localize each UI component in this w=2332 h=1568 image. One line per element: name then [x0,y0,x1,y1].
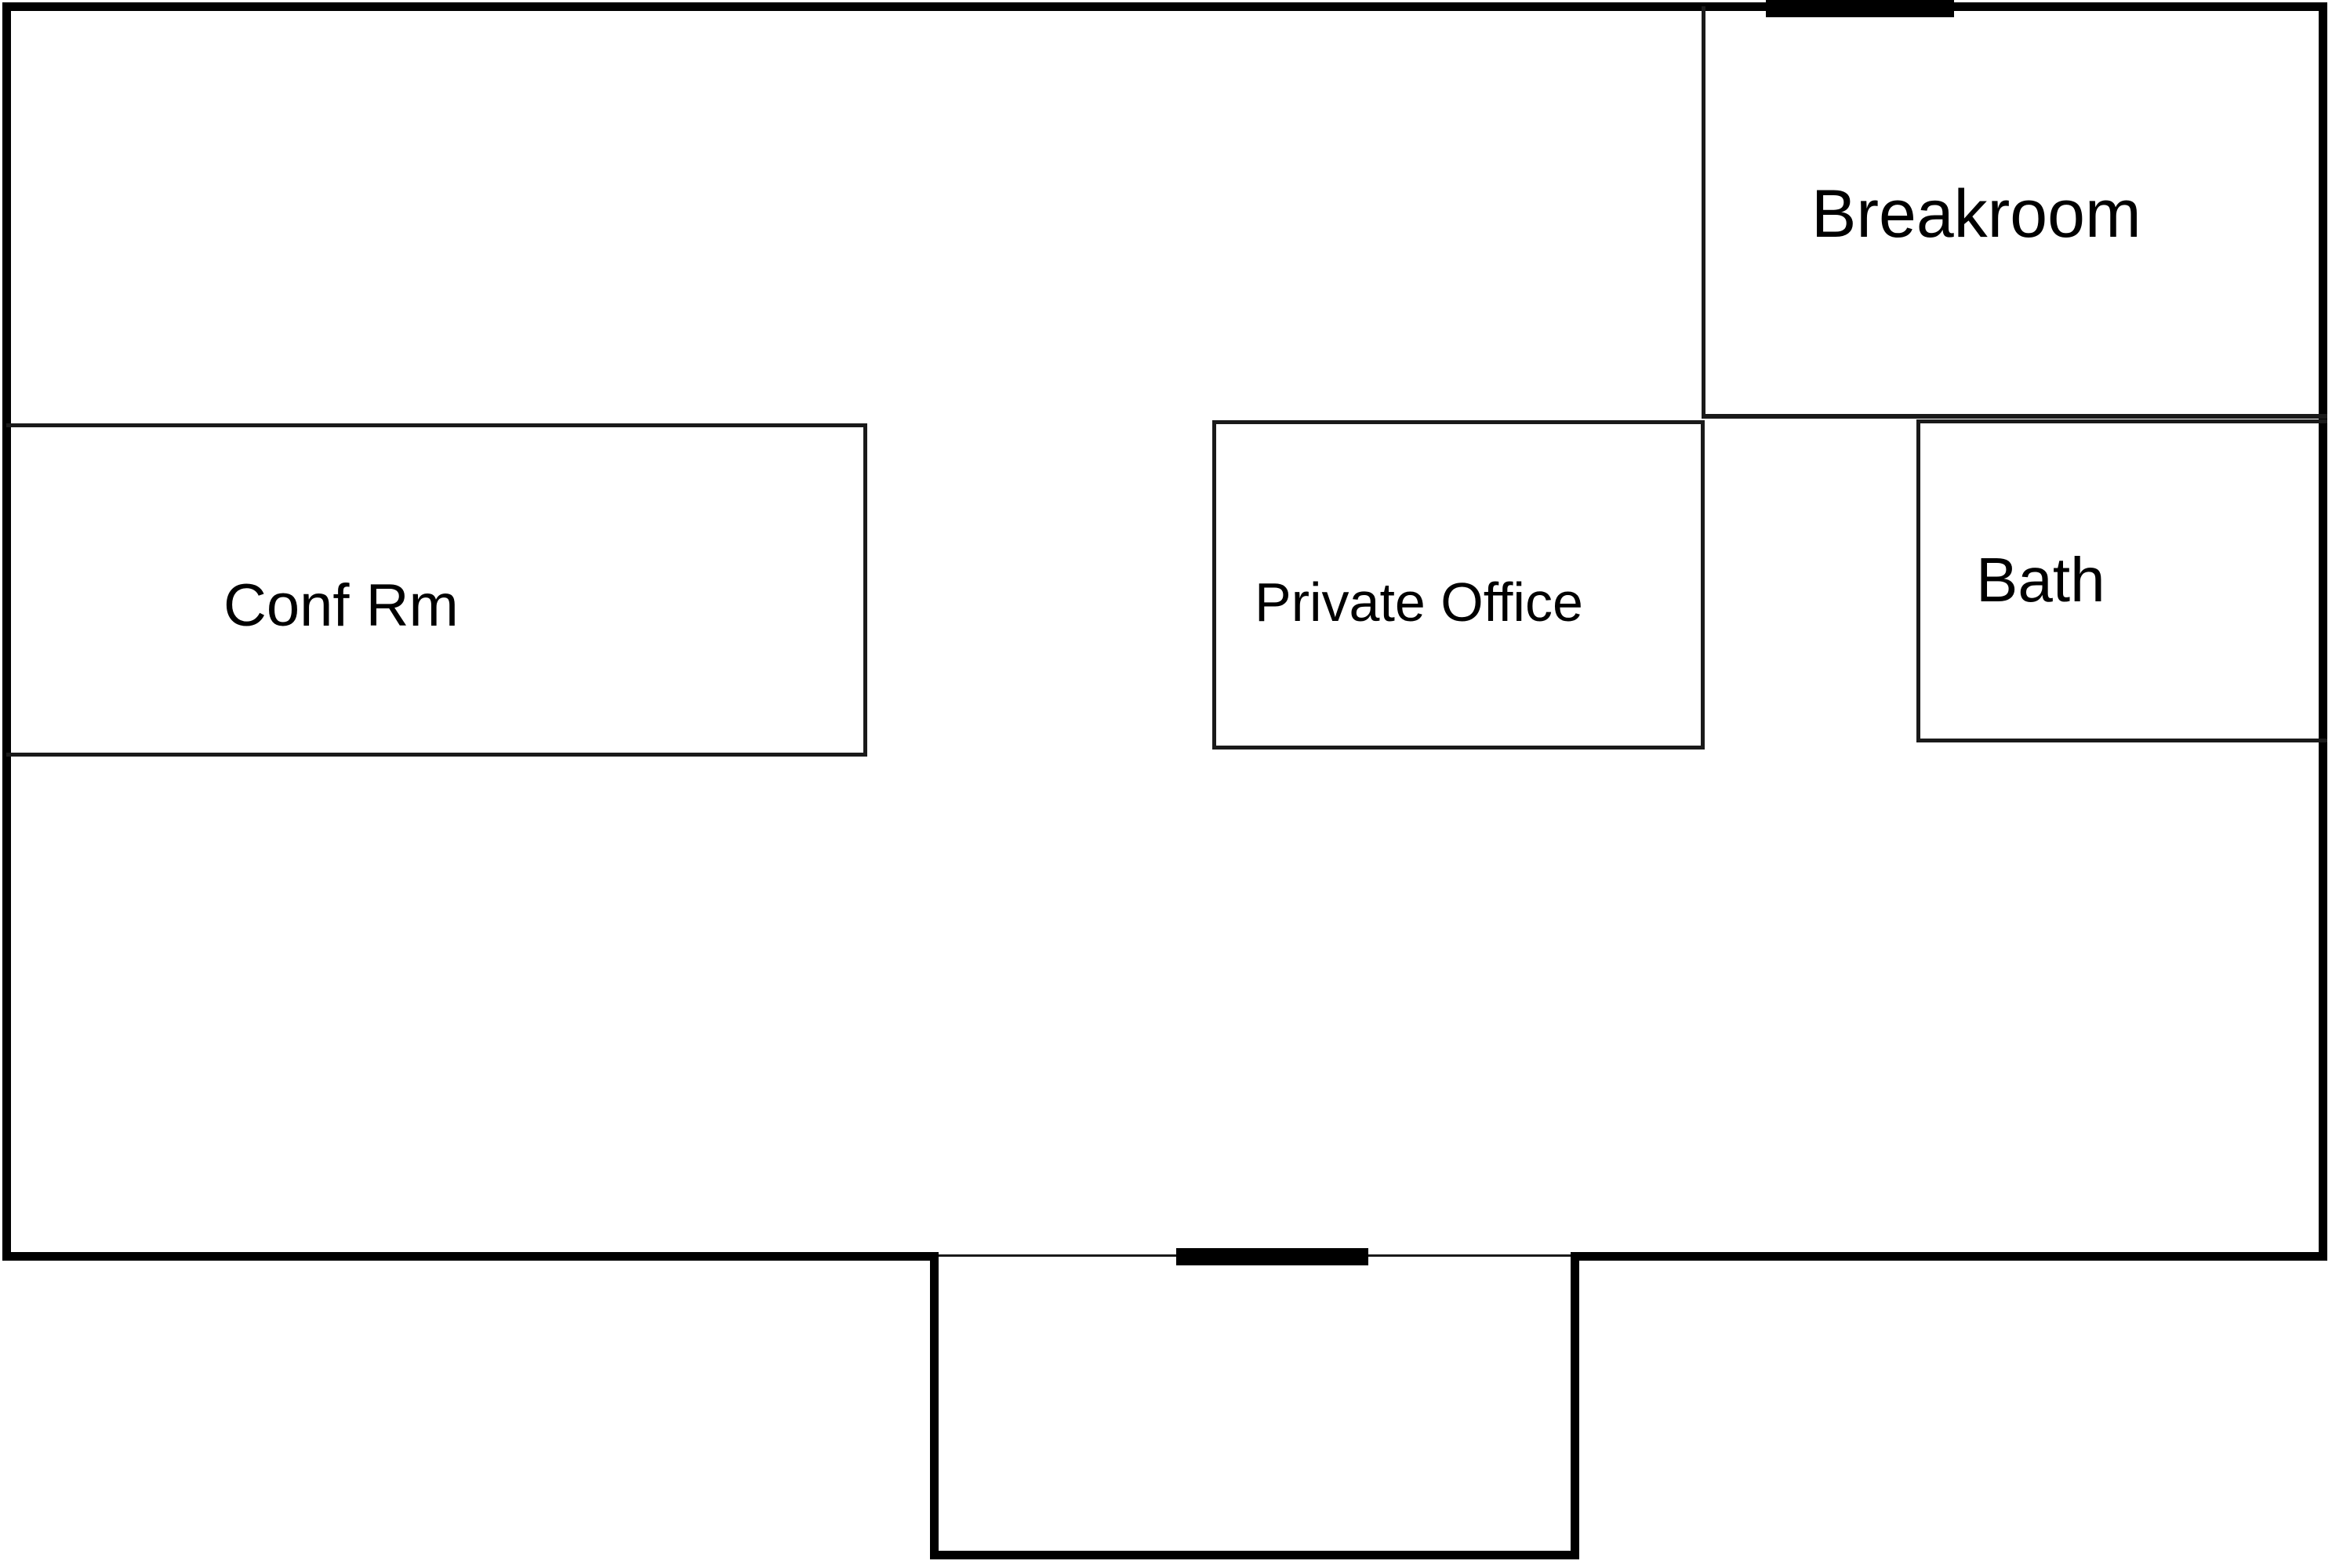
exterior-wall-south-left [2,1252,939,1261]
breakroom-wall-west [1702,6,1705,418]
exterior-wall-south-right [1571,1252,2327,1261]
vestibule-wall-south [930,1551,1579,1559]
breakroom-exterior-door-icon[interactable] [1766,0,1954,17]
conf-rm-partitions [6,423,867,757]
vestibule-wall-east [1571,1252,1579,1559]
private-office-wall-south [1212,746,1705,750]
bath-wall-south [1916,739,2327,742]
conf-rm-wall-north [6,423,867,427]
private-office-wall-west [1212,420,1216,750]
main-building-outline [2,2,2327,1261]
room-label-bath: Bath [1976,545,2105,615]
vestibule-entry-door-icon[interactable] [1176,1248,1368,1265]
bath-partitions [1916,419,2327,742]
private-office-wall-north [1212,420,1705,424]
private-office-partitions [1212,420,1705,750]
vestibule-wall-west [930,1252,939,1559]
exterior-wall-north [2,2,2327,11]
breakroom-wall-south [1702,414,2327,419]
room-label-private-office: Private Office [1255,572,1583,633]
conf-rm-wall-south [6,753,867,757]
exterior-wall-east [2319,2,2327,1261]
exterior-wall-west [2,2,11,1261]
bath-wall-north [1916,419,2327,423]
private-office-wall-east [1701,420,1705,750]
conf-rm-wall-east [863,423,867,757]
breakroom-partitions [1702,6,2327,419]
room-label-conf-rm: Conf Rm [223,572,459,639]
bath-wall-west [1916,419,1920,742]
room-label-breakroom: Breakroom [1811,176,2141,252]
